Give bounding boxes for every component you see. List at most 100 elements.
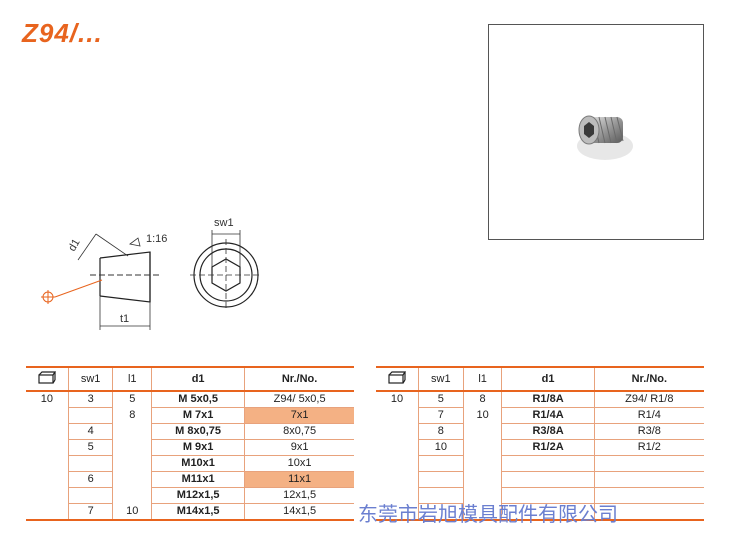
cell-d1: M 7x1 bbox=[151, 407, 245, 424]
cell-c1 bbox=[417, 455, 464, 472]
cell-c0 bbox=[26, 472, 68, 488]
cell-nr: 9x1 bbox=[244, 439, 354, 456]
cell-c2 bbox=[112, 423, 152, 440]
cell-d1 bbox=[501, 487, 595, 504]
header-l1: l1 bbox=[462, 366, 502, 392]
cell-nr: 10x1 bbox=[244, 455, 354, 472]
cell-c0 bbox=[26, 408, 68, 424]
technical-drawing: d1 1:16 t1 sw1 bbox=[41, 217, 262, 330]
taper-label: 1:16 bbox=[146, 233, 167, 245]
cell-c1 bbox=[67, 407, 113, 424]
cell-c2 bbox=[462, 487, 502, 504]
header-l1: l1 bbox=[112, 366, 152, 392]
d1-label: d1 bbox=[66, 237, 83, 254]
cell-d1 bbox=[501, 471, 595, 488]
cell-nr: Z94/ 5x0,5 bbox=[244, 391, 354, 408]
cell-c0 bbox=[26, 488, 68, 504]
cell-c1 bbox=[417, 471, 464, 488]
plug-side-view bbox=[99, 251, 151, 303]
cell-c1: 5 bbox=[67, 439, 113, 456]
cell-nr: 11x1 bbox=[244, 471, 354, 488]
header-nr: Nr./No. bbox=[593, 366, 704, 392]
cell-nr: 12x1,5 bbox=[244, 487, 354, 504]
header-sw1: sw1 bbox=[417, 366, 464, 392]
cell-c1: 4 bbox=[67, 423, 113, 440]
cell-c1 bbox=[67, 455, 113, 472]
cell-d1: M12x1,5 bbox=[151, 487, 245, 504]
cell-c1: 3 bbox=[67, 391, 113, 408]
cell-c0: 10 bbox=[390, 393, 404, 406]
cell-c2: 5 bbox=[112, 391, 152, 408]
cell-c2: 8 bbox=[112, 407, 152, 424]
cell-c2 bbox=[462, 439, 502, 456]
cell-c0 bbox=[376, 503, 419, 521]
cell-c0 bbox=[26, 424, 68, 440]
cell-d1: R1/4A bbox=[501, 407, 595, 424]
cell-nr bbox=[593, 471, 704, 488]
cell-c0 bbox=[376, 456, 418, 472]
cell-nr bbox=[593, 487, 704, 504]
cell-c0 bbox=[26, 456, 68, 472]
header-d1: d1 bbox=[501, 366, 595, 392]
cell-c0 bbox=[376, 440, 418, 456]
cell-d1: R3/8A bbox=[501, 423, 595, 440]
cell-c2: 8 bbox=[462, 391, 502, 408]
cell-c0 bbox=[376, 424, 418, 440]
cell-nr bbox=[593, 455, 704, 472]
table-row bbox=[376, 503, 704, 521]
cell-c1: 5 bbox=[417, 391, 464, 408]
cell-c1: 8 bbox=[417, 423, 464, 440]
cell-c2 bbox=[462, 471, 502, 488]
header-d1: d1 bbox=[151, 366, 245, 392]
cell-nr: 14x1,5 bbox=[244, 503, 354, 521]
t1-label: t1 bbox=[120, 313, 129, 325]
header-nr: Nr./No. bbox=[244, 366, 354, 392]
cell-c2 bbox=[112, 487, 152, 504]
cell-c0: 10 bbox=[40, 393, 53, 406]
cell-c1: 10 bbox=[417, 439, 464, 456]
cell-c1: 6 bbox=[67, 471, 113, 488]
cell-c2 bbox=[112, 455, 152, 472]
cell-c2: 10 bbox=[462, 407, 502, 424]
cell-d1: M14x1,5 bbox=[151, 503, 245, 521]
crosshair-icon bbox=[41, 279, 103, 304]
page-title: Z94/... bbox=[22, 18, 103, 48]
company-watermark: 东莞市岩旭模具配件有限公司 bbox=[358, 502, 618, 526]
cell-nr: 8x0,75 bbox=[244, 423, 354, 440]
set-screw-image bbox=[577, 115, 633, 160]
cell-d1: M 9x1 bbox=[151, 439, 245, 456]
cell-c2 bbox=[462, 455, 502, 472]
cell-c0 bbox=[26, 440, 68, 456]
sw1-label: sw1 bbox=[214, 217, 234, 229]
cell-c0 bbox=[26, 503, 69, 521]
cell-nr: 7x1 bbox=[244, 407, 354, 424]
cell-d1: M 8x0,75 bbox=[151, 423, 245, 440]
table-row bbox=[376, 487, 704, 504]
cell-c1 bbox=[417, 503, 464, 521]
cell-nr: Z94/ R1/8 bbox=[593, 391, 704, 408]
cell-c2: 10 bbox=[112, 503, 152, 521]
box-icon bbox=[376, 366, 419, 392]
header-sw1: sw1 bbox=[67, 366, 113, 392]
box-icon bbox=[26, 366, 69, 392]
cell-nr: R3/8 bbox=[593, 423, 704, 440]
table-row bbox=[376, 471, 704, 488]
cell-c2 bbox=[112, 439, 152, 456]
cell-d1: M11x1 bbox=[151, 471, 245, 488]
table-row bbox=[376, 455, 704, 472]
cell-c0 bbox=[376, 408, 418, 424]
cell-d1: M10x1 bbox=[151, 455, 245, 472]
cell-c1: 7 bbox=[67, 503, 113, 521]
